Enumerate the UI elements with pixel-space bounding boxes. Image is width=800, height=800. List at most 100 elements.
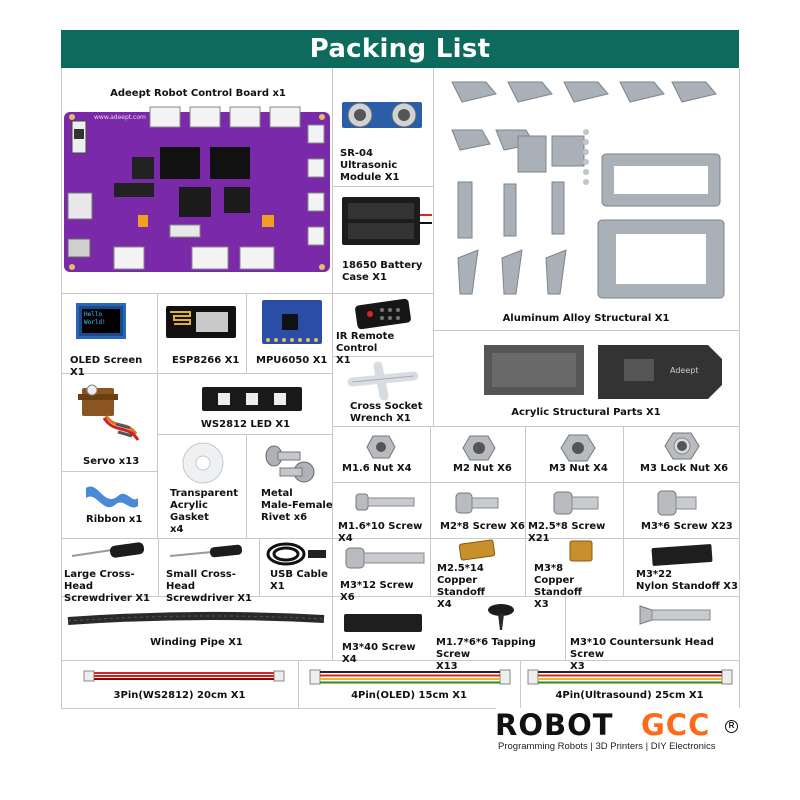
winding-pipe-image bbox=[67, 611, 325, 625]
grid-line bbox=[565, 596, 566, 660]
brand-logo: ROBOT GCC R Programming Robots | 3D Prin… bbox=[495, 708, 745, 756]
tapping-screw-image bbox=[488, 604, 514, 630]
m25-screw-label: M2.5*8 Screw X21 bbox=[528, 521, 606, 544]
grid-line bbox=[623, 426, 624, 596]
cable-3pin-image bbox=[83, 670, 285, 682]
grid-line bbox=[246, 293, 247, 373]
ws2812-label: WS2812 LED X1 bbox=[200, 419, 291, 430]
rivet-label: Metal Male-Female Rivet x6 bbox=[261, 488, 333, 523]
acrylic-logo-text: Adeept bbox=[670, 366, 698, 375]
grid-line bbox=[520, 660, 521, 708]
cable-3pin-label: 3Pin(WS2812) 20cm X1 bbox=[113, 690, 246, 701]
m36-screw-label: M3*6 Screw X23 bbox=[641, 521, 733, 532]
acrylic-gasket-image bbox=[182, 442, 224, 484]
oled-screen-image: Hello World! bbox=[76, 303, 126, 339]
acrylic-gasket-label: Transparent Acrylic Gasket x4 bbox=[170, 488, 238, 535]
ir-remote-image bbox=[355, 298, 411, 330]
small-screwdriver-image bbox=[169, 544, 243, 558]
battery-case-image bbox=[342, 197, 432, 245]
cable-4pin-oled-label: 4Pin(OLED) 15cm X1 bbox=[351, 690, 467, 701]
esp8266-image bbox=[166, 306, 236, 338]
grid-line bbox=[525, 426, 526, 596]
grid-line bbox=[157, 293, 158, 373]
brand-name-gcc: GCC bbox=[641, 708, 711, 742]
large-screwdriver-label: Large Cross-Head Screwdriver X1 bbox=[64, 569, 150, 604]
m36-screw-image bbox=[657, 490, 697, 516]
aluminum-parts-label: Aluminum Alloy Structural X1 bbox=[502, 313, 670, 324]
small-screwdriver-label: Small Cross-Head Screwdriver X1 bbox=[166, 569, 252, 604]
ribbon-image bbox=[86, 486, 138, 508]
grid-line bbox=[433, 68, 434, 426]
oled-screen-text: Hello World! bbox=[82, 309, 120, 333]
m2-screw-label: M2*8 Screw X6 bbox=[440, 521, 525, 532]
acrylic-parts-label: Acrylic Structural Parts X1 bbox=[511, 407, 661, 418]
m25-screw-image bbox=[553, 491, 599, 515]
acrylic-parts-image: Adeept bbox=[484, 345, 722, 399]
grid-line bbox=[61, 68, 62, 708]
board-url: www.adeept.com bbox=[94, 114, 146, 121]
registered-mark-icon: R bbox=[725, 720, 738, 733]
m16-nut-image bbox=[366, 435, 396, 459]
usb-cable-image bbox=[266, 542, 326, 566]
packing-list-header: Packing List bbox=[61, 30, 739, 68]
grid-line bbox=[61, 538, 739, 539]
cable-4pin-ultra-image bbox=[527, 669, 733, 685]
grid-line bbox=[157, 373, 333, 374]
ws2812-led-image bbox=[202, 387, 302, 411]
m2-nut-label: M2 Nut X6 bbox=[453, 463, 512, 474]
m3-lock-nut-label: M3 Lock Nut X6 bbox=[640, 463, 729, 474]
m16-screw-image bbox=[355, 493, 415, 511]
m340-screw-label: M3*40 Screw X4 bbox=[342, 642, 416, 665]
rivet-image bbox=[265, 445, 315, 483]
servo-image bbox=[78, 384, 140, 441]
m2-screw-image bbox=[455, 492, 499, 514]
ribbon-label: Ribbon x1 bbox=[86, 514, 143, 525]
ir-remote-label: IR Remote Control X1 bbox=[336, 331, 395, 366]
cross-wrench-label: Cross Socket Wrench X1 bbox=[350, 401, 423, 424]
m312-screw-image bbox=[345, 547, 425, 569]
ultrasonic-module-image bbox=[342, 102, 422, 128]
grid-line bbox=[433, 330, 739, 331]
m340-standoff-image bbox=[344, 614, 422, 632]
large-screwdriver-image bbox=[71, 542, 145, 558]
grid-line bbox=[158, 434, 333, 435]
grid-line bbox=[246, 434, 247, 538]
grid-line bbox=[157, 373, 158, 538]
m3-nut-label: M3 Nut X4 bbox=[549, 463, 608, 474]
cable-4pin-ultra-label: 4Pin(Ultrasound) 25cm X1 bbox=[555, 690, 704, 701]
grid-line bbox=[61, 293, 433, 294]
countersunk-screw-image bbox=[639, 605, 711, 625]
mpu6050-label: MPU6050 X1 bbox=[256, 355, 328, 366]
tapping-screw-label: M1.7*6*6 Tapping Screw X13 bbox=[436, 637, 536, 672]
brand-tagline: Programming Robots | 3D Printers | DIY E… bbox=[498, 741, 716, 752]
aluminum-parts-image bbox=[451, 81, 725, 299]
grid-line bbox=[333, 482, 739, 483]
esp8266-label: ESP8266 X1 bbox=[172, 355, 240, 366]
grid-line bbox=[333, 356, 433, 357]
grid-line bbox=[333, 186, 433, 187]
grid-line bbox=[430, 426, 431, 596]
copper-standoff-8-label: M3*8 Copper Standoff X3 bbox=[534, 563, 582, 610]
copper-standoff-14-image bbox=[458, 539, 496, 561]
grid-line bbox=[259, 538, 260, 596]
cross-wrench-image bbox=[347, 361, 419, 401]
brand-name-robot: ROBOT bbox=[495, 708, 614, 742]
m16-nut-label: M1.6 Nut X4 bbox=[342, 463, 412, 474]
usb-cable-label: USB Cable X1 bbox=[270, 569, 328, 592]
control-board-image: www.adeept.com bbox=[64, 106, 330, 272]
grid-line bbox=[333, 426, 739, 427]
m3-nut-image bbox=[560, 434, 596, 462]
oled-label: OLED Screen X1 bbox=[70, 355, 143, 378]
grid-line bbox=[61, 708, 496, 709]
m2-nut-image bbox=[462, 435, 496, 461]
grid-line bbox=[298, 660, 299, 708]
copper-standoff-14-label: M2.5*14 Copper Standoff X4 bbox=[437, 563, 485, 610]
grid-line bbox=[61, 596, 739, 597]
battery-case-label: 18650 Battery Case X1 bbox=[342, 260, 423, 283]
grid-line bbox=[61, 373, 157, 374]
grid-line bbox=[332, 68, 333, 660]
winding-pipe-label: Winding Pipe X1 bbox=[150, 637, 243, 648]
grid-line bbox=[739, 68, 740, 708]
grid-line bbox=[158, 538, 159, 596]
